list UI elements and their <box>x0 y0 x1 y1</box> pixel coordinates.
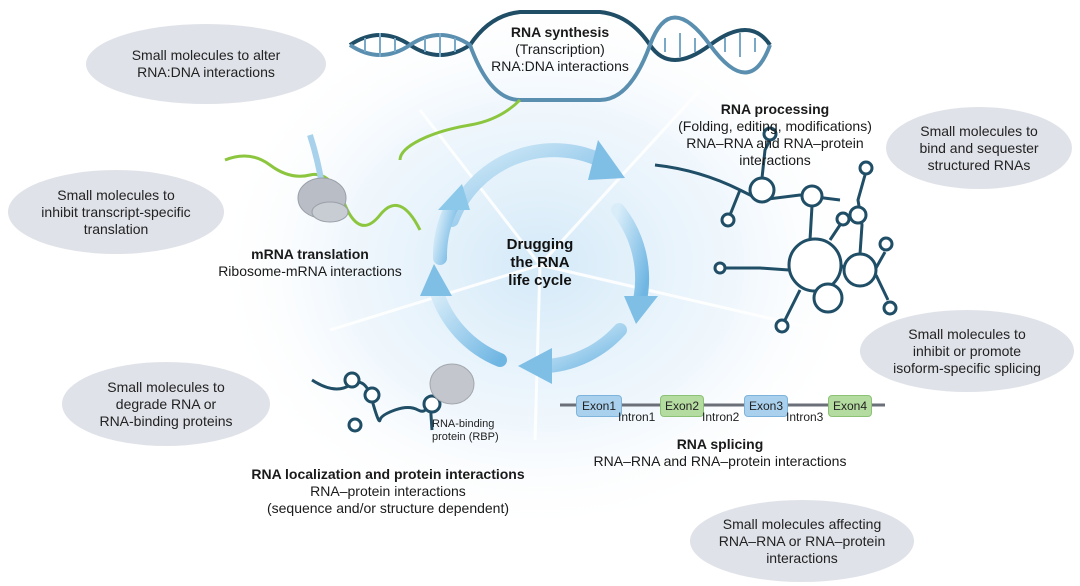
bubble-line: Small molecules to <box>57 186 175 203</box>
dna-rungs <box>364 33 756 57</box>
cycle-arrow-3 <box>541 323 627 373</box>
bubble-line: structured RNAs <box>927 156 1031 173</box>
center-title: Drugging the RNA life cycle <box>480 236 600 290</box>
rbp-label: RNA-binding protein (RBP) <box>432 418 499 444</box>
exon-2: Exon2 <box>660 395 704 417</box>
bubble-line: inhibit or promote <box>912 342 1022 359</box>
bubble-line: interactions <box>766 549 838 566</box>
stage-line: (sequence and/or structure dependent) <box>266 500 510 516</box>
bubble-line: RNA-binding proteins <box>99 412 233 429</box>
cycle-arrowhead-4 <box>420 264 452 296</box>
center-title-line3: life cycle <box>508 272 572 289</box>
stage-rna-processing: RNA processing (Folding, editing, modifi… <box>655 101 895 169</box>
cycle-arrowhead-1 <box>588 140 625 180</box>
dna-helix <box>348 10 772 161</box>
cycle-arrow-4 <box>429 283 507 367</box>
intron-2: Intron2 <box>702 410 740 424</box>
ribosome-small-subunit <box>311 201 349 223</box>
stage-mrna-translation: mRNA translation Ribosome-mRNA interacti… <box>200 246 420 280</box>
bubble-line: Small molecules to alter <box>131 47 281 63</box>
rbp-label-line1: RNA-binding <box>432 418 495 430</box>
stage-line: RNA:DNA interactions <box>491 58 629 74</box>
bubble-isoform-splicing: Small molecules to inhibit or promote is… <box>860 310 1074 392</box>
stage-line: interactions <box>739 152 811 168</box>
stage-title: RNA splicing <box>676 436 764 452</box>
exon-4: Exon4 <box>828 395 872 417</box>
intron-3: Intron3 <box>786 410 824 424</box>
bubble-line: bind and sequester <box>919 139 1039 156</box>
intron-1: Intron1 <box>618 410 656 424</box>
stage-rna-localization: RNA localization and protein interaction… <box>228 466 548 517</box>
stage-line: Ribosome-mRNA interactions <box>218 263 402 279</box>
rna-rbp-complex <box>311 363 475 433</box>
bubble-alter-rna-dna: Small molecules to alter RNA:DNA interac… <box>86 24 326 104</box>
nascent-rna <box>398 98 522 161</box>
bubble-line: inhibit transcript-specific <box>41 203 191 220</box>
exon-1: Exon1 <box>576 395 622 417</box>
cycle-arrowhead-5 <box>438 184 470 210</box>
center-title-line1: Drugging <box>506 236 574 253</box>
bubble-inhibit-translation: Small molecules to inhibit transcript-sp… <box>8 170 224 254</box>
center-title-line2: the RNA <box>510 254 570 271</box>
bubble-line: isoform-specific splicing <box>893 359 1041 376</box>
cycle-arrow-2 <box>611 203 650 307</box>
rbp-protein <box>429 363 475 405</box>
stage-line: (Transcription) <box>515 41 605 57</box>
bubble-line: RNA:DNA interactions <box>137 64 275 80</box>
stage-line: RNA–RNA and RNA–protein interactions <box>593 453 847 469</box>
stage-title: RNA processing <box>720 101 830 117</box>
stage-title: RNA synthesis <box>510 24 610 40</box>
structured-rna <box>654 126 898 334</box>
bubble-line: RNA–RNA or RNA–protein <box>718 532 886 549</box>
rbp-label-line2: protein (RBP) <box>432 431 499 443</box>
stage-line: (Folding, editing, modifications) <box>678 118 872 134</box>
bubble-line: Small molecules to <box>908 325 1026 342</box>
stage-line: RNA–RNA and RNA–protein <box>686 135 864 151</box>
bubble-line: Small molecules affecting <box>722 515 882 532</box>
ribosome-mrna <box>224 134 422 231</box>
dna-strand-b <box>348 15 772 102</box>
stage-rna-splicing: RNA splicing RNA–RNA and RNA–protein int… <box>570 436 870 470</box>
bubble-line: degrade RNA or <box>115 395 217 412</box>
cycle-arrows <box>420 140 658 384</box>
bubble-rna-rna-protein: Small molecules affecting RNA–RNA or RNA… <box>690 500 914 582</box>
bubble-degrade-rna: Small molecules to degrade RNA or RNA-bi… <box>62 362 270 446</box>
bubble-line: Small molecules to <box>107 378 225 395</box>
bubble-line: Small molecules to <box>920 122 1038 139</box>
cycle-arrowhead-3 <box>518 348 552 384</box>
bubble-bind-structured-rnas: Small molecules to bind and sequester st… <box>886 107 1072 189</box>
cycle-arrowhead-2 <box>624 296 658 324</box>
stage-line: RNA–protein interactions <box>310 483 466 499</box>
exon-3: Exon3 <box>744 395 788 417</box>
bubble-line: translation <box>83 220 149 237</box>
stage-title: mRNA translation <box>251 246 369 262</box>
stage-rna-synthesis: RNA synthesis (Transcription) RNA:DNA in… <box>460 24 660 75</box>
stage-title: RNA localization and protein interaction… <box>251 466 525 482</box>
